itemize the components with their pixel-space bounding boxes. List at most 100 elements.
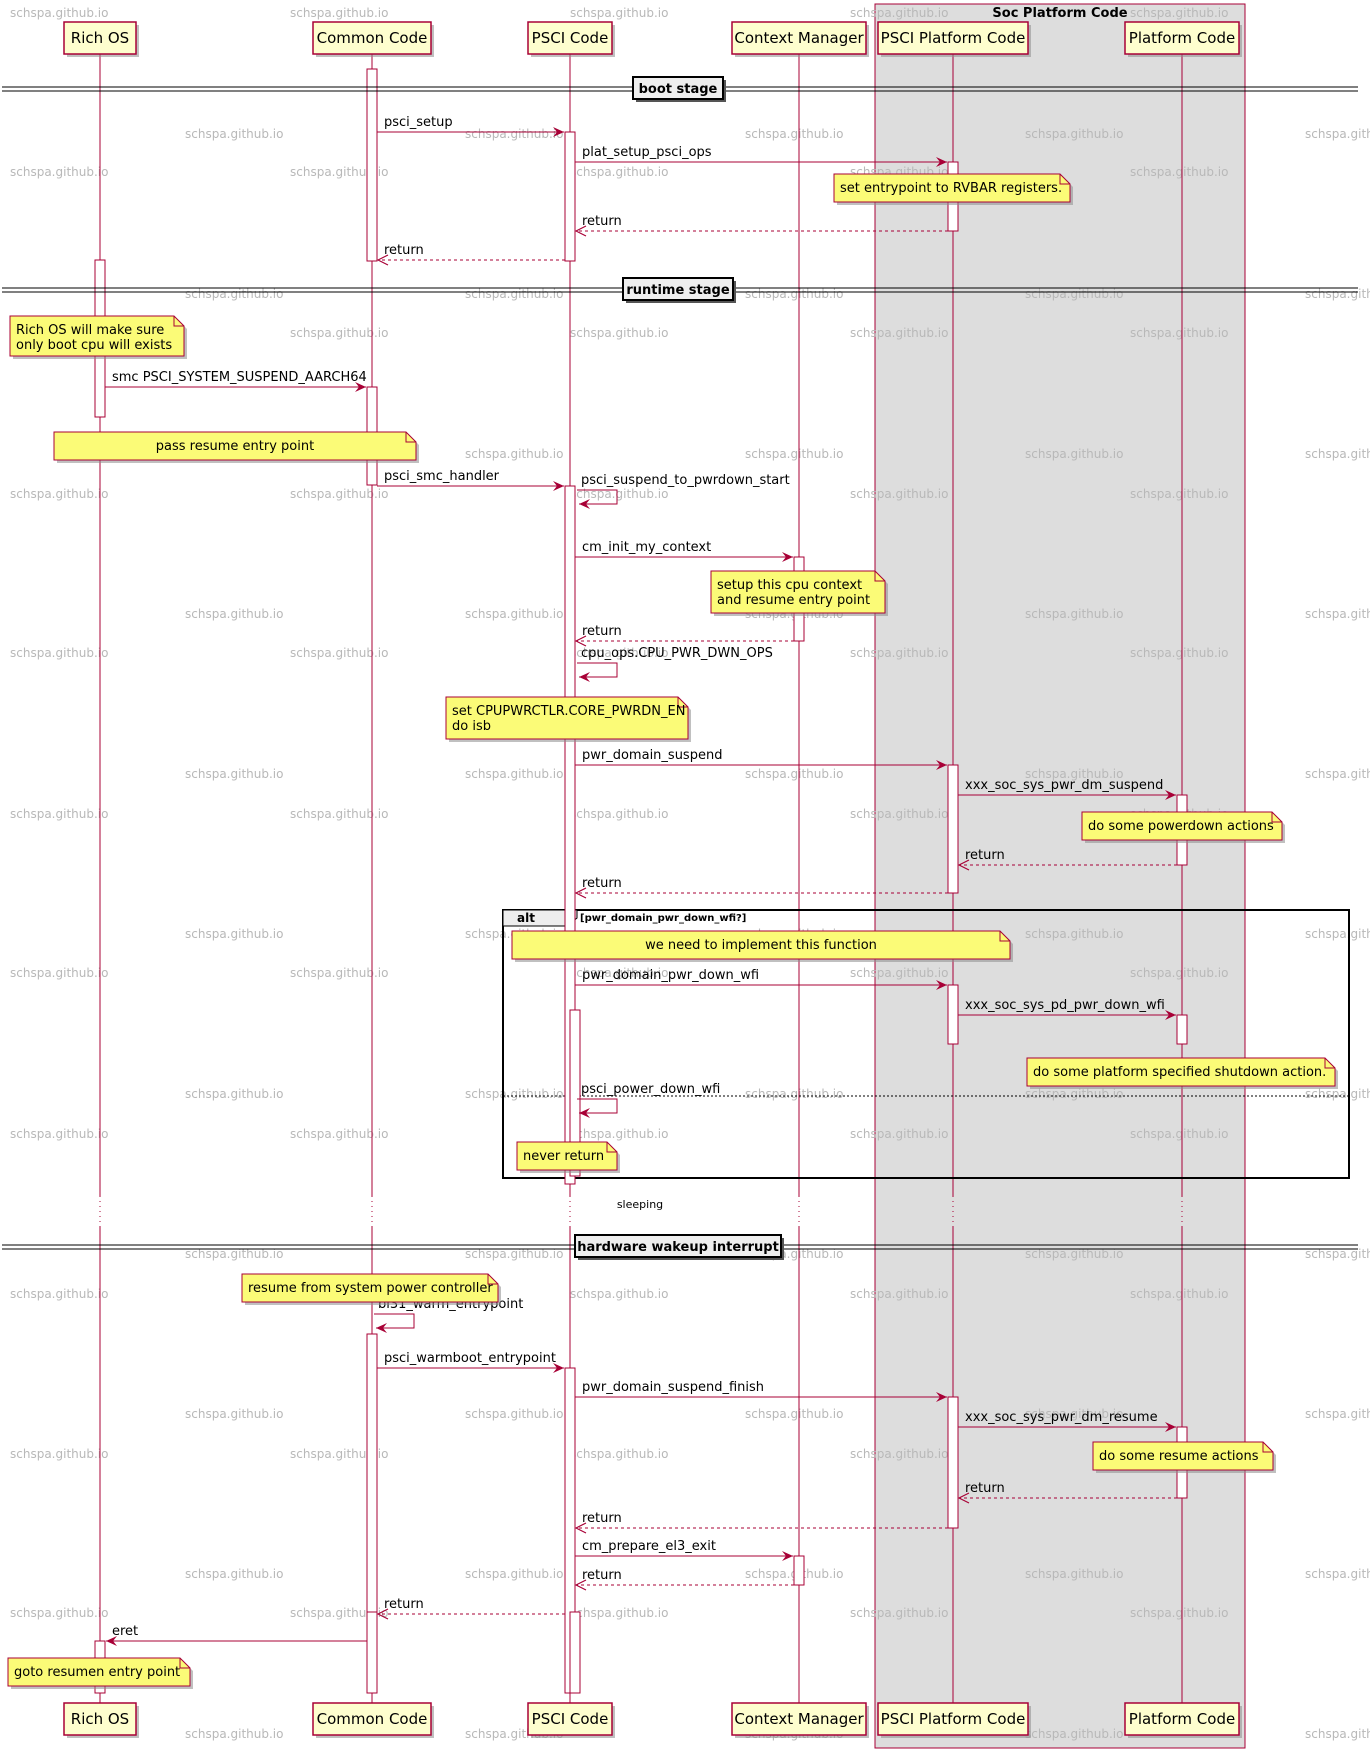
- message-m24: cm_prepare_el3_exit: [575, 1539, 793, 1561]
- message-m11: pwr_domain_suspend: [575, 748, 947, 770]
- message-m23: return: [576, 1511, 948, 1528]
- watermark: schspa.github.io: [290, 966, 388, 980]
- watermark: schspa.github.io: [465, 447, 563, 461]
- note-text: do some platform specified shutdown acti…: [1033, 1065, 1326, 1080]
- watermark: schspa.github.io: [850, 807, 948, 821]
- note-text: do isb: [452, 719, 491, 734]
- watermark: schspa.github.io: [1305, 1087, 1370, 1101]
- activation-psci: [564, 485, 576, 1185]
- note-fold: [999, 931, 1010, 942]
- watermark: schspa.github.io: [185, 1247, 283, 1261]
- watermark: schspa.github.io: [570, 807, 668, 821]
- message-label: xxx_soc_sys_pd_pwr_down_wfi: [965, 998, 1165, 1013]
- watermark: schspa.github.io: [850, 6, 948, 20]
- fragments: alt[pwr_domain_pwr_down_wfi?]: [502, 909, 1350, 1179]
- note-n12: goto resumen entry point: [7, 1657, 193, 1689]
- watermark: schspa.github.io: [1305, 607, 1370, 621]
- activation-ctx: [793, 1555, 805, 1586]
- watermark: schspa.github.io: [465, 287, 563, 301]
- message-m25: return: [576, 1568, 794, 1585]
- note-n3: pass resume entry point: [53, 431, 419, 463]
- note-fold: [173, 316, 184, 327]
- message-label: return: [965, 848, 1005, 863]
- watermark: schspa.github.io: [1025, 767, 1123, 781]
- participant-box: [312, 1702, 432, 1736]
- watermark: schspa.github.io: [1025, 1727, 1123, 1741]
- divider-label-boot: boot stage: [639, 82, 718, 97]
- watermark: schspa.github.io: [570, 487, 668, 501]
- alt-condition: [pwr_domain_pwr_down_wfi?]: [580, 913, 746, 924]
- watermark: schspa.github.io: [1305, 927, 1370, 941]
- watermark: schspa.github.io: [465, 1247, 563, 1261]
- note-n10: resume from system power controller: [241, 1273, 501, 1305]
- message-m14: return: [576, 876, 948, 893]
- watermark: schspa.github.io: [1025, 1407, 1123, 1421]
- delay-label: sleeping: [617, 1198, 663, 1211]
- participant-pplat-bottom: PSCI Platform Code: [877, 1702, 1031, 1738]
- message-label: psci_warmboot_entrypoint: [384, 1351, 556, 1366]
- participant-rich-bottom: Rich OS: [63, 1702, 139, 1738]
- message-m16: xxx_soc_sys_pd_pwr_down_wfi: [958, 998, 1176, 1020]
- watermark: schspa.github.io: [1025, 1087, 1123, 1101]
- note-box: [241, 1273, 499, 1303]
- watermark: schspa.github.io: [465, 1567, 563, 1581]
- watermark: schspa.github.io: [570, 1287, 668, 1301]
- message-label: return: [965, 1481, 1005, 1496]
- participant-common-top: Common Code: [312, 21, 434, 57]
- watermark: schspa.github.io: [1130, 1127, 1228, 1141]
- note-fold: [606, 1142, 617, 1153]
- note-fold: [1059, 174, 1070, 185]
- message-m17: psci_power_down_wfi: [577, 1082, 720, 1118]
- activation-plat: [1176, 1014, 1188, 1045]
- watermark: schspa.github.io: [185, 927, 283, 941]
- watermark: schspa.github.io: [1025, 927, 1123, 941]
- message-m20: pwr_domain_suspend_finish: [575, 1380, 947, 1402]
- note-fold: [1324, 1058, 1335, 1069]
- message-label: pwr_domain_suspend: [582, 748, 722, 763]
- participant-box: [877, 1702, 1029, 1736]
- note-text: do some powerdown actions: [1088, 819, 1274, 834]
- group-label: Soc Platform Code: [992, 6, 1127, 21]
- message-m6: psci_smc_handler: [377, 469, 564, 491]
- watermark: schspa.github.io: [185, 1727, 283, 1741]
- activation-common: [366, 68, 378, 262]
- note-fold: [179, 1658, 190, 1669]
- message-label: return: [384, 243, 424, 258]
- watermark: schspa.github.io: [850, 326, 948, 340]
- divider-box-boot: [632, 76, 724, 100]
- participant-label: PSCI Code: [532, 1710, 609, 1728]
- watermark: schspa.github.io: [290, 6, 388, 20]
- note-text: goto resumen entry point: [14, 1665, 180, 1680]
- watermark: schspa.github.io: [185, 1567, 283, 1581]
- watermark: schspa.github.io: [290, 1447, 388, 1461]
- participant-label: PSCI Code: [532, 29, 609, 47]
- note-n8: do some platform specified shutdown acti…: [1026, 1057, 1338, 1089]
- watermark: schspa.github.io: [1305, 287, 1370, 301]
- watermark: schspa.github.io: [1305, 127, 1370, 141]
- participant-pplat-top: PSCI Platform Code: [877, 21, 1031, 57]
- watermark: schspa.github.io: [10, 807, 108, 821]
- note-fold: [874, 571, 885, 582]
- message-m27: eret: [106, 1624, 367, 1646]
- participant-common-bottom: Common Code: [312, 1702, 434, 1738]
- watermark: schspa.github.io: [10, 1127, 108, 1141]
- note-box: [833, 173, 1071, 203]
- watermark: schspa.github.io: [850, 1127, 948, 1141]
- message-label: return: [582, 1511, 622, 1526]
- divider-label-runtime: runtime stage: [626, 283, 730, 298]
- watermark: schspa.github.io: [185, 287, 283, 301]
- message-arrow: [374, 1313, 415, 1333]
- note-text: only boot cpu will exists: [16, 338, 172, 353]
- activation-pplat: [947, 1396, 959, 1529]
- message-arrow: [577, 1098, 618, 1118]
- participant-box: [312, 21, 432, 55]
- activation-psci: [569, 1611, 581, 1694]
- watermark: schspa.github.io: [1025, 447, 1123, 461]
- watermark: schspa.github.io: [185, 607, 283, 621]
- watermark: schspa.github.io: [1025, 607, 1123, 621]
- watermark: schspa.github.io: [185, 1407, 283, 1421]
- message-label: return: [582, 1568, 622, 1583]
